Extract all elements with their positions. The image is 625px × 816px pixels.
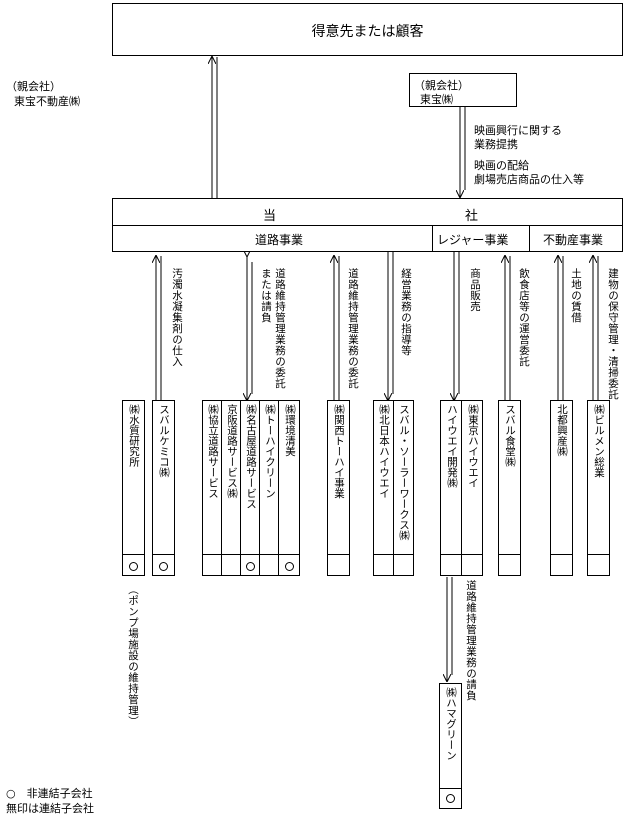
- non-consolidated-mark: [129, 562, 138, 571]
- company-divider: [113, 225, 622, 226]
- non-consolidated-mark: [159, 562, 168, 571]
- company-subaru-chemico: スバルケミコ㈱: [152, 400, 175, 576]
- company-higashi: ㈱東京ハイウエイ: [461, 400, 483, 576]
- non-consolidated-mark: [246, 562, 255, 571]
- customer-label: 得意先または顧客: [311, 24, 424, 40]
- relation-r5: 商品販売: [469, 268, 481, 312]
- relation-r4: 経営業務の指導等: [400, 268, 412, 356]
- parent1-name: 東宝不動産㈱: [14, 95, 80, 108]
- company-kankyo: ㈱環境清美: [278, 400, 300, 576]
- toho-relation-2: 業務提携: [474, 138, 518, 151]
- relation-r1: 汚濁水凝集剤の仕入: [171, 268, 183, 367]
- company-hokuto: 北都興産㈱: [550, 400, 573, 576]
- company-kitanihon: ㈱北日本ハイウエイ: [373, 400, 394, 576]
- company-tohai-clean: ㈱トーハイクリーン: [259, 400, 279, 576]
- legend-non-consolidated: ○ 非連結子会社: [6, 787, 93, 800]
- toho-relation-3: 映画の配給: [474, 159, 529, 172]
- company-left-char: 当: [263, 209, 277, 224]
- company-nagoya: ㈱名古屋道路サービス: [240, 400, 260, 576]
- company-box: 当 社 道路事業 レジャー事業 不動産事業: [112, 198, 623, 252]
- toho-relation-4: 劇場売店商品の仕入等: [474, 173, 584, 186]
- relation-r6: 飲食店等の運営委託: [518, 268, 530, 367]
- parent2-label: （親会社）: [414, 79, 469, 92]
- company-subaru-food: スバル食堂㈱: [498, 400, 521, 576]
- non-consolidated-mark: [285, 562, 294, 571]
- parent1-label: （親会社）: [6, 80, 61, 93]
- relation-r7: 土地の賃借: [570, 268, 582, 323]
- relation-r8: 建物の保守管理・清掃委託: [607, 268, 619, 400]
- non-consolidated-mark: [446, 794, 455, 803]
- segment-leisure: レジャー事業: [437, 233, 509, 247]
- toho-relation-1: 映画興行に関する: [474, 124, 562, 137]
- relation-r9: 道路維持管理業務の請負: [465, 580, 477, 701]
- parent2-name: 東宝㈱: [420, 93, 453, 106]
- company-highway-dev: ハイウエイ開発㈱: [440, 400, 462, 576]
- customer-box: 得意先または顧客: [112, 3, 623, 56]
- parent2-box: （親会社） 東宝㈱: [409, 73, 517, 107]
- segment-realestate: 不動産事業: [543, 233, 604, 247]
- relation-r3: 道路維持管理業務の委託: [347, 268, 359, 389]
- company-hamagreen: ㈱ハマグリーン: [439, 683, 462, 809]
- company-kansai: ㈱関西トーハイ事業: [327, 400, 350, 576]
- relation-r2a: 道路維持管理業務の委託: [274, 268, 286, 389]
- company-solar: スバル・ソーラーワークス㈱: [393, 400, 414, 576]
- company-suishitsu: ㈱水質研究所: [122, 400, 145, 576]
- company-kyowa: ㈱協立道路サービス: [202, 400, 222, 576]
- legend-consolidated: 無印は連結子会社: [6, 802, 94, 815]
- segment-road: 道路事業: [255, 233, 304, 247]
- company-keihan: 京阪道路サービス㈱: [221, 400, 241, 576]
- company-bilmen: ㈱ビルメン総業: [587, 400, 610, 576]
- relation-r2b: または請負: [260, 268, 272, 323]
- pump-note: （ポンプ場施設の維持管理）: [127, 584, 139, 727]
- company-right-char: 社: [465, 209, 479, 224]
